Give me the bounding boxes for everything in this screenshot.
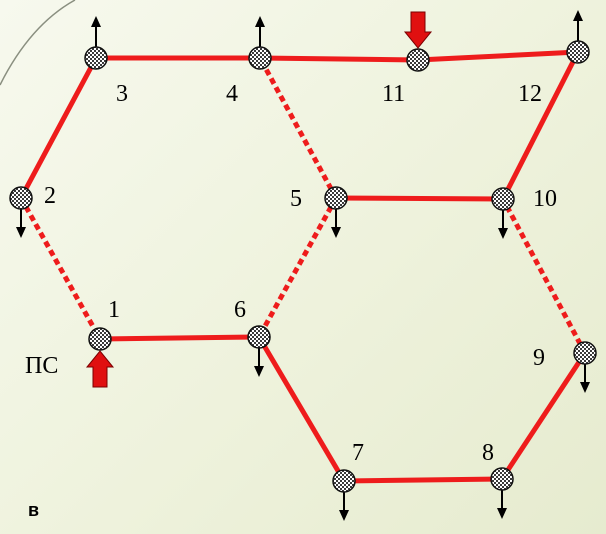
node-9 bbox=[573, 341, 597, 365]
edge-10-12 bbox=[500, 50, 581, 201]
edge-4-11 bbox=[259, 55, 419, 63]
edge-6-7 bbox=[256, 335, 347, 483]
node-label-6: 6 bbox=[234, 297, 246, 323]
edge-5-4 bbox=[257, 56, 339, 200]
edges-layer bbox=[18, 49, 588, 484]
node-2 bbox=[9, 186, 33, 210]
edge-9-10 bbox=[500, 197, 588, 355]
decorative-corner-curve bbox=[0, 0, 76, 86]
feed-arrow-1 bbox=[85, 350, 115, 388]
node-label-1: 1 bbox=[108, 297, 120, 323]
node-label-5: 5 bbox=[290, 186, 302, 212]
node-5 bbox=[324, 186, 348, 210]
nodes-layer bbox=[9, 40, 597, 493]
corner-letter-label: в bbox=[28, 500, 40, 520]
node-7 bbox=[332, 469, 356, 493]
feed-arrow-11 bbox=[403, 11, 433, 49]
flow-arrow-5-down bbox=[331, 208, 341, 238]
flow-arrow-3-up bbox=[91, 16, 101, 48]
edge-8-9 bbox=[499, 351, 588, 481]
node-label-9: 9 bbox=[533, 345, 545, 371]
flow-arrow-10-down bbox=[498, 209, 508, 239]
flow-arrow-9-down bbox=[580, 363, 590, 393]
flow-arrow-4-up bbox=[255, 16, 265, 48]
edge-11-12 bbox=[417, 49, 579, 63]
substation-label: ПС bbox=[25, 353, 58, 379]
node-label-3: 3 bbox=[116, 81, 128, 107]
node-1 bbox=[88, 327, 112, 351]
flow-arrow-2-down bbox=[16, 208, 26, 238]
node-4 bbox=[248, 46, 272, 70]
edge-1-6 bbox=[99, 334, 260, 342]
node-label-7: 7 bbox=[352, 440, 364, 466]
flow-arrow-12-up bbox=[573, 10, 583, 42]
node-label-4: 4 bbox=[226, 81, 238, 107]
feed-arrows-layer bbox=[85, 11, 433, 388]
node-12 bbox=[566, 40, 590, 64]
flow-arrow-8-down bbox=[497, 489, 507, 519]
flow-arrow-7-down bbox=[339, 491, 349, 521]
edge-5-6 bbox=[256, 196, 339, 339]
flow-arrows-layer bbox=[16, 10, 590, 521]
node-10 bbox=[491, 187, 515, 211]
edge-2-1 bbox=[18, 196, 103, 341]
edge-2-3 bbox=[18, 56, 99, 200]
node-8 bbox=[490, 467, 514, 491]
node-label-11: 11 bbox=[382, 81, 405, 107]
node-3 bbox=[84, 46, 108, 70]
edge-10-5 bbox=[335, 195, 504, 202]
flow-arrow-6-down bbox=[254, 347, 264, 377]
node-11 bbox=[406, 48, 430, 72]
node-label-8: 8 bbox=[482, 440, 494, 466]
node-label-10: 10 bbox=[533, 186, 557, 212]
edge-7-8 bbox=[343, 476, 503, 484]
node-6 bbox=[247, 325, 271, 349]
node-label-12: 12 bbox=[518, 81, 542, 107]
node-label-2: 2 bbox=[44, 183, 56, 209]
